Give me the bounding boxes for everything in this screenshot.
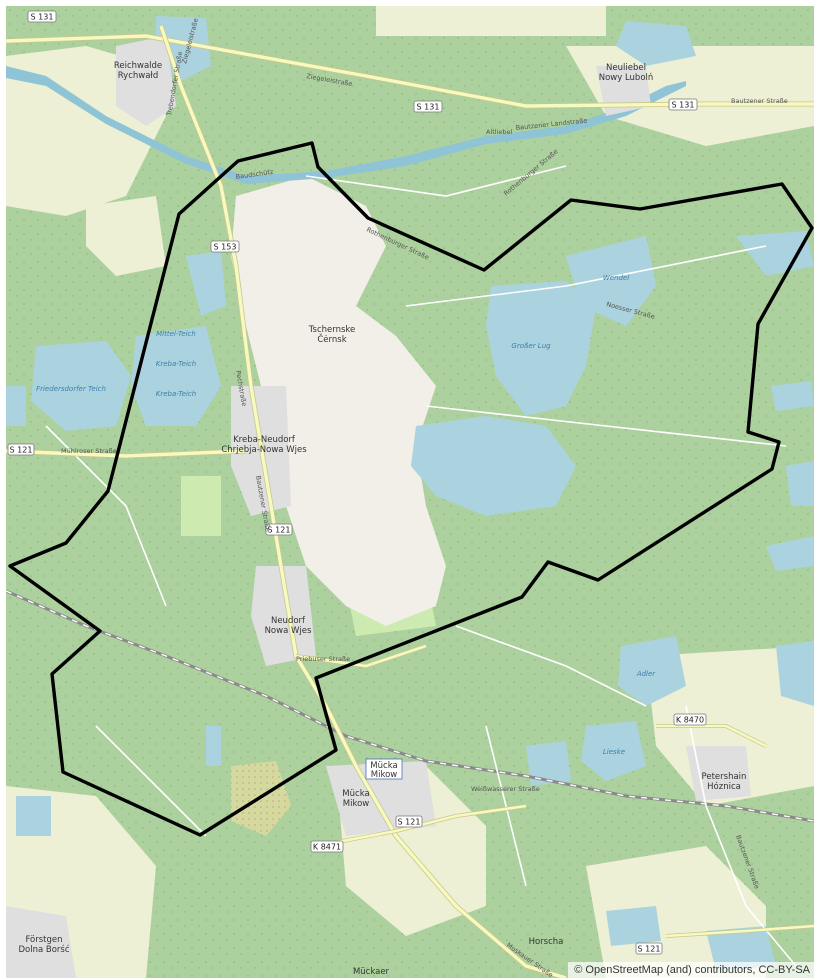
map-canvas[interactable]: S 131 S 131 S 131 S 153 S 121 S 121 S 12…	[6, 6, 814, 978]
water-label: Kreba-Teich	[156, 360, 196, 368]
svg-text:S 121: S 121	[638, 945, 661, 954]
svg-text:Hóznica: Hóznica	[707, 781, 741, 792]
secondary-roads	[6, 25, 814, 978]
road-shield-s121-west: S 121	[7, 443, 35, 456]
road-shield-s131-east: S 131	[668, 98, 698, 111]
street-label: Altliebel	[486, 128, 513, 136]
water-label: Kreba-Teich	[156, 390, 196, 398]
water-label: Großer Lug	[511, 342, 551, 350]
place-tschernske: Tschernske Čėrnsk	[308, 325, 356, 345]
road-shield-s131-west: S 131	[27, 10, 57, 23]
svg-text:K 8471: K 8471	[313, 843, 341, 852]
svg-text:Tschernske: Tschernske	[308, 325, 356, 335]
svg-text:Mücka: Mücka	[342, 789, 369, 799]
svg-text:Horscha: Horscha	[529, 937, 564, 947]
street-label: Priebuser Straße	[296, 655, 350, 663]
place-neuliebel: Neuliebel Nowy Lubolń	[599, 63, 654, 83]
svg-text:Mückaer: Mückaer	[353, 967, 390, 977]
road-shield-s131-center: S 131	[413, 100, 443, 113]
svg-text:S 131: S 131	[417, 103, 440, 112]
svg-text:Petershain: Petershain	[702, 772, 747, 782]
place-forstgen: Förstgen Dolna Borść	[18, 935, 69, 955]
street-label: Mühlroser Straße	[61, 447, 117, 455]
svg-text:S 121: S 121	[10, 446, 33, 455]
road-shield-s121-kreba: S 121	[265, 523, 293, 536]
svg-text:S 153: S 153	[214, 243, 237, 252]
map-view[interactable]: S 131 S 131 S 131 S 153 S 121 S 121 S 12…	[6, 6, 814, 978]
svg-text:Mikow: Mikow	[343, 799, 370, 809]
place-muckaer: Mückaer	[353, 967, 390, 977]
svg-text:Čėrnsk: Čėrnsk	[317, 333, 346, 345]
svg-text:Dolna Borść: Dolna Borść	[18, 944, 69, 955]
minor-roads	[45, 165, 797, 967]
place-kreba-neudorf: Kreba-Neudorf Chrjebja-Nowa Wjes	[221, 435, 307, 455]
road-shield-s121-south: S 121	[635, 942, 663, 955]
svg-text:Rychwałd: Rychwałd	[118, 71, 159, 81]
road-shield-s121-mucka: S 121	[395, 815, 423, 828]
water-label: Adler	[636, 670, 656, 678]
street-label: Bautzener Straße	[731, 97, 788, 105]
water-label: Lieske	[603, 748, 625, 756]
place-mucka-station: Mücka Mikow	[365, 758, 403, 780]
svg-text:K 8470: K 8470	[676, 716, 704, 725]
svg-text:Reichwalde: Reichwalde	[114, 61, 162, 71]
svg-text:S 121: S 121	[268, 526, 291, 535]
road-shield-s153: S 153	[210, 240, 240, 253]
place-petershain: Petershain Hóznica	[702, 772, 747, 792]
water-label: Mittel-Teich	[156, 330, 196, 338]
water-label: Friedersdorfer Teich	[36, 385, 106, 393]
open-area	[231, 176, 446, 626]
svg-text:Chrjebja-Nowa Wjes: Chrjebja-Nowa Wjes	[221, 445, 307, 455]
svg-text:Neudorf: Neudorf	[271, 616, 306, 626]
water-label: Wendel	[603, 274, 629, 282]
svg-text:Förstgen: Förstgen	[25, 935, 62, 945]
place-reichwalde: Reichwalde Rychwałd	[114, 61, 162, 81]
svg-text:Neuliebel: Neuliebel	[606, 63, 646, 73]
railway-dashes	[6, 590, 814, 822]
svg-text:Mikow: Mikow	[371, 770, 398, 780]
map-attribution[interactable]: © OpenStreetMap (and) contributors, CC-B…	[568, 962, 814, 978]
street-label: Weißwasserer Straße	[471, 785, 540, 793]
place-mucka: Mücka Mikow	[342, 789, 369, 809]
svg-text:Mücka: Mücka	[370, 761, 397, 771]
svg-text:S 131: S 131	[672, 101, 695, 110]
road-shield-k8470: K 8470	[673, 713, 707, 726]
svg-text:Nowy Lubolń: Nowy Lubolń	[599, 73, 654, 83]
svg-text:Nowa Wjes: Nowa Wjes	[265, 626, 312, 636]
svg-text:S 121: S 121	[398, 818, 421, 827]
road-shield-k8471: K 8471	[310, 840, 344, 853]
area-boundary[interactable]	[8, 141, 814, 837]
water-bodies	[6, 16, 814, 971]
place-neudorf: Neudorf Nowa Wjes	[265, 616, 312, 636]
svg-text:Kreba-Neudorf: Kreba-Neudorf	[233, 435, 296, 445]
place-horscha: Horscha	[529, 937, 564, 947]
svg-text:S 131: S 131	[31, 13, 54, 22]
